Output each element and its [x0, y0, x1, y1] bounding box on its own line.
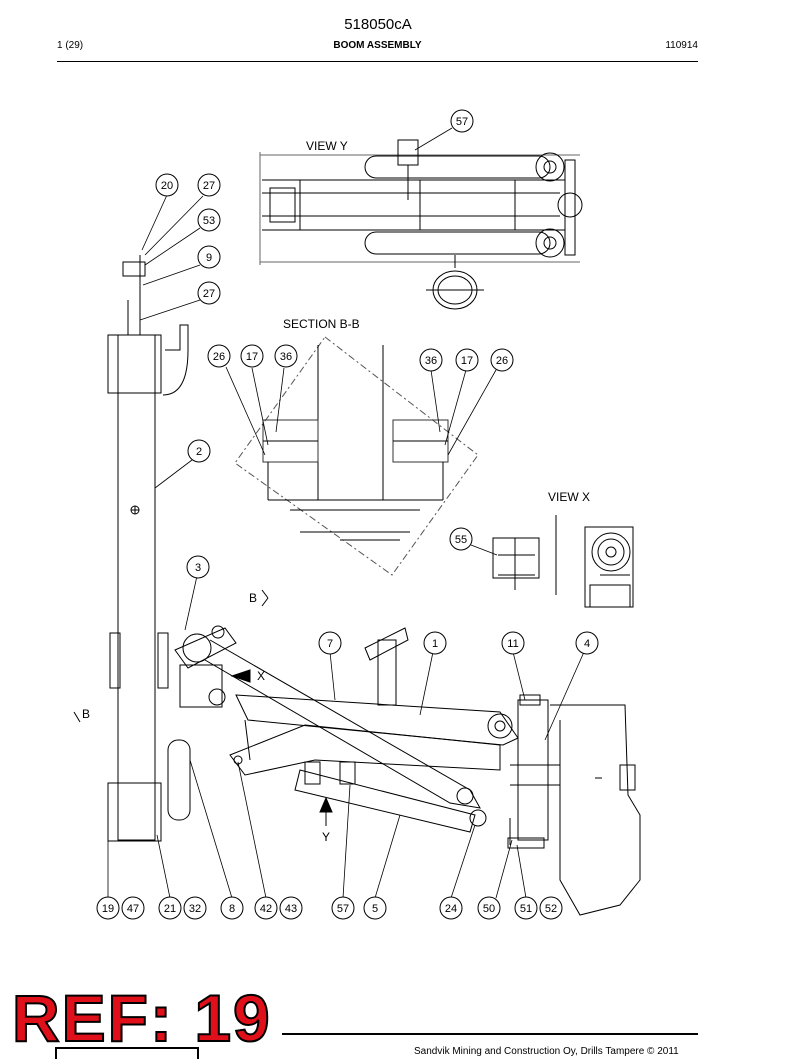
main-column: [107, 255, 191, 842]
callout-50: 50: [477, 896, 501, 920]
view-marker-x: X: [257, 669, 265, 683]
callout-42: 42: [254, 896, 278, 920]
boom-head: [507, 694, 641, 916]
callout-1: 1: [423, 631, 447, 655]
callout-57-top: 57: [450, 109, 474, 133]
svg-text:17: 17: [246, 351, 258, 363]
svg-text:47: 47: [127, 903, 139, 915]
callout-51: 51: [514, 896, 538, 920]
svg-text:7: 7: [327, 638, 333, 650]
svg-text:21: 21: [164, 903, 176, 915]
svg-text:11: 11: [507, 638, 518, 650]
callout-43: 43: [279, 896, 303, 920]
callout-55: 55: [449, 527, 473, 551]
callout-3: 3: [186, 555, 210, 579]
svg-text:2: 2: [196, 446, 202, 458]
svg-text:1: 1: [432, 638, 438, 650]
reference-stamp: REF: 19: [11, 981, 272, 1055]
svg-text:27: 27: [203, 288, 215, 300]
callout-24: 24: [439, 896, 463, 920]
svg-text:20: 20: [161, 180, 173, 192]
callout-21: 21: [158, 896, 182, 920]
svg-text:19: 19: [102, 903, 114, 915]
callout-8: 8: [220, 896, 244, 920]
callout-5: 5: [363, 896, 387, 920]
view-y-drawing: VIEW Y: [259, 139, 583, 310]
svg-text:57: 57: [456, 116, 468, 128]
callout-32: 32: [183, 896, 207, 920]
callout-57-bottom: 57: [331, 896, 355, 920]
section-bb-drawing: SECTION B-B: [234, 317, 479, 576]
svg-text:43: 43: [285, 903, 297, 915]
svg-text:17: 17: [461, 355, 473, 367]
footer-divider: [282, 1033, 698, 1035]
svg-text:36: 36: [280, 351, 292, 363]
page-counter: 1 (29): [57, 40, 84, 51]
sandvik-logo: [55, 1047, 199, 1059]
svg-text:26: 26: [496, 355, 508, 367]
section-marker-b-lower: B: [82, 707, 90, 721]
svg-text:8: 8: [229, 903, 235, 915]
callout-27-lower: 27: [197, 281, 221, 305]
svg-text:26: 26: [213, 351, 225, 363]
callout-11: 11: [501, 631, 525, 655]
callout-26-left: 26: [207, 344, 231, 368]
svg-text:55: 55: [455, 534, 467, 546]
callout-36-right: 36: [419, 348, 443, 372]
svg-text:52: 52: [545, 903, 557, 915]
section-marker-b-upper: B: [249, 591, 257, 605]
document-number: 518050cA: [344, 16, 412, 33]
svg-text:36: 36: [425, 355, 437, 367]
svg-text:5: 5: [372, 903, 378, 915]
callout-52: 52: [539, 896, 563, 920]
view-x-drawing: VIEW X: [492, 490, 634, 608]
svg-text:9: 9: [206, 252, 212, 264]
callout-4: 4: [575, 631, 599, 655]
svg-text:24: 24: [445, 903, 457, 915]
page-title: BOOM ASSEMBLY: [333, 40, 422, 51]
view-marker-y: Y: [322, 830, 330, 844]
svg-text:51: 51: [520, 903, 532, 915]
svg-text:4: 4: [584, 638, 590, 650]
svg-text:50: 50: [483, 903, 495, 915]
callout-47: 47: [121, 896, 145, 920]
date-code: 110914: [665, 40, 698, 51]
svg-text:3: 3: [195, 562, 201, 574]
callout-19: 19: [96, 896, 120, 920]
callout-26-right: 26: [490, 348, 514, 372]
view-x-label: VIEW X: [548, 490, 590, 504]
header-divider: [57, 61, 698, 62]
callout-36-left: 36: [274, 344, 298, 368]
svg-text:42: 42: [260, 903, 272, 915]
callout-7: 7: [318, 631, 342, 655]
callout-20: 20: [155, 173, 179, 197]
callout-9: 9: [197, 245, 221, 269]
callout-17-left: 17: [240, 344, 264, 368]
svg-text:32: 32: [189, 903, 201, 915]
svg-text:27: 27: [203, 180, 215, 192]
footer-copyright: Sandvik Mining and Construction Oy, Dril…: [414, 1046, 679, 1057]
callout-27-upper: 27: [197, 173, 221, 197]
page-header: BOOM ASSEMBLY 1 (29) 110914: [57, 40, 698, 56]
svg-text:57: 57: [337, 903, 349, 915]
section-markers: B B X Y: [73, 589, 333, 844]
view-y-label: VIEW Y: [306, 139, 348, 153]
callout-17-right: 17: [455, 348, 479, 372]
section-bb-label: SECTION B-B: [283, 317, 360, 331]
part-callouts: 57 20 27 53 9 27 26 17 36 36 17 26 2 55 …: [96, 109, 599, 920]
callout-2: 2: [187, 439, 211, 463]
boom-linkage: [174, 625, 519, 833]
svg-text:53: 53: [203, 215, 215, 227]
callout-53: 53: [197, 208, 221, 232]
leader-lines: [107, 127, 585, 899]
